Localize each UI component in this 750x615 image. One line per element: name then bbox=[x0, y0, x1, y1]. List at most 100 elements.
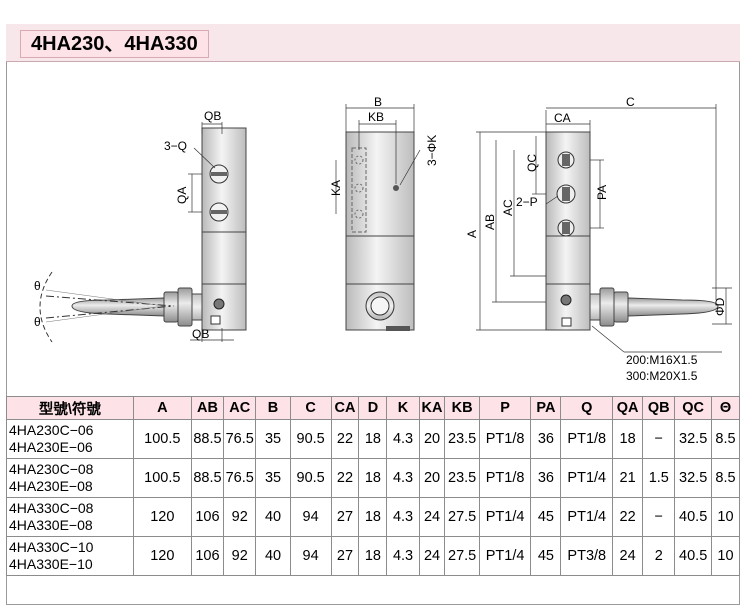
dim-c: C bbox=[626, 95, 635, 109]
dim-ka: KA bbox=[329, 180, 343, 196]
column-header: Θ bbox=[710, 396, 741, 420]
value-cell: 45 bbox=[530, 536, 562, 576]
value-cell: 8.5 bbox=[710, 458, 741, 498]
dim-qa: QA bbox=[175, 187, 189, 204]
value-cell: 76.5 bbox=[223, 419, 257, 459]
lever-handle-icon bbox=[71, 297, 165, 317]
value-cell: 92 bbox=[223, 536, 257, 576]
value-cell: 4.3 bbox=[386, 497, 420, 537]
dim-kb: KB bbox=[368, 110, 384, 124]
dim-2p: 2−P bbox=[516, 195, 538, 209]
value-cell: 40.5 bbox=[674, 497, 712, 537]
value-cell: 106 bbox=[190, 536, 225, 576]
value-cell: PT1/8 bbox=[478, 419, 532, 459]
column-header: C bbox=[289, 396, 332, 420]
column-header-model: 型號\符號 bbox=[6, 396, 134, 420]
value-cell: 8.5 bbox=[710, 419, 741, 459]
port-screw-icon bbox=[209, 164, 229, 184]
column-header: AC bbox=[223, 396, 257, 420]
lever-handle-icon bbox=[627, 297, 719, 317]
value-cell: 94 bbox=[289, 497, 332, 537]
value-cell: 4.3 bbox=[386, 419, 420, 459]
value-cell: PT1/4 bbox=[560, 458, 614, 498]
value-cell: 2 bbox=[642, 536, 676, 576]
value-cell: 18 bbox=[358, 458, 388, 498]
value-cell: 18 bbox=[358, 497, 388, 537]
dim-d: ΦD bbox=[713, 297, 727, 316]
model-number: 4HA330E−08 bbox=[9, 517, 93, 533]
value-cell: 10 bbox=[710, 497, 741, 537]
value-cell: − bbox=[642, 497, 676, 537]
value-cell: 88.5 bbox=[190, 419, 225, 459]
value-cell: PT1/4 bbox=[560, 497, 614, 537]
value-cell: 100.5 bbox=[132, 419, 192, 459]
value-cell: 22 bbox=[330, 419, 360, 459]
column-header: K bbox=[386, 396, 420, 420]
value-cell: 23.5 bbox=[444, 419, 480, 459]
value-cell: 22 bbox=[612, 497, 644, 537]
title-bar: 4HA230、4HA330 bbox=[6, 24, 740, 62]
column-header: QB bbox=[642, 396, 676, 420]
thread-300: 300:M20X1.5 bbox=[626, 369, 698, 383]
dim-qb-bottom: QB bbox=[192, 327, 209, 341]
theta-label-top: θ bbox=[34, 279, 41, 293]
value-cell: 27 bbox=[330, 497, 360, 537]
dim-qb-top: QB bbox=[204, 109, 221, 123]
value-cell: 40.5 bbox=[674, 536, 712, 576]
value-cell: 76.5 bbox=[223, 458, 257, 498]
value-cell: 45 bbox=[530, 497, 562, 537]
value-cell: 40 bbox=[255, 536, 291, 576]
thread-200: 200:M16X1.5 bbox=[626, 353, 698, 367]
column-header: KA bbox=[418, 396, 446, 420]
column-header: KB bbox=[444, 396, 480, 420]
dim-qc: QC bbox=[525, 154, 539, 172]
value-cell: 20 bbox=[418, 419, 446, 459]
value-cell: 22 bbox=[330, 458, 360, 498]
value-cell: − bbox=[642, 419, 676, 459]
value-cell: 27 bbox=[330, 536, 360, 576]
column-header: CA bbox=[330, 396, 360, 420]
value-cell: 27.5 bbox=[444, 497, 480, 537]
value-cell: 18 bbox=[358, 536, 388, 576]
dim-b: B bbox=[374, 95, 382, 109]
theta-label-bottom: θ bbox=[34, 315, 41, 329]
dim-pa: PA bbox=[595, 185, 609, 200]
model-number: 4HA330C−10 bbox=[9, 539, 94, 555]
column-header: P bbox=[478, 396, 532, 420]
value-cell: 24 bbox=[418, 497, 446, 537]
model-number: 4HA230C−06 bbox=[9, 422, 94, 438]
value-cell: 32.5 bbox=[674, 458, 712, 498]
column-header: QC bbox=[674, 396, 712, 420]
right-view: CA C QC 2−P PA A AB AC ΦD 200 bbox=[465, 95, 732, 383]
dim-ab: AB bbox=[483, 214, 497, 230]
left-view: θ θ QB 3−Q QA QB bbox=[34, 109, 247, 343]
model-number: 4HA230E−06 bbox=[9, 439, 93, 455]
value-cell: 90.5 bbox=[289, 419, 332, 459]
value-cell: 35 bbox=[255, 458, 291, 498]
value-cell: 88.5 bbox=[190, 458, 225, 498]
value-cell: 10 bbox=[710, 536, 741, 576]
page-title: 4HA230、4HA330 bbox=[20, 30, 209, 58]
value-cell: 36 bbox=[530, 419, 562, 459]
value-cell: 23.5 bbox=[444, 458, 480, 498]
dim-a: A bbox=[465, 230, 479, 238]
value-cell: 18 bbox=[612, 419, 644, 459]
port-screw-icon bbox=[209, 202, 229, 222]
dim-3q: 3−Q bbox=[164, 139, 187, 153]
column-header: Q bbox=[560, 396, 614, 420]
model-number: 4HA330E−10 bbox=[9, 556, 93, 572]
value-cell: 27.5 bbox=[444, 536, 480, 576]
value-cell: 106 bbox=[190, 497, 225, 537]
value-cell: 35 bbox=[255, 419, 291, 459]
technical-drawing: θ θ QB 3−Q QA QB B bbox=[34, 95, 732, 383]
value-cell: 94 bbox=[289, 536, 332, 576]
value-cell: 1.5 bbox=[642, 458, 676, 498]
value-cell: 4.3 bbox=[386, 536, 420, 576]
value-cell: PT1/4 bbox=[478, 536, 532, 576]
